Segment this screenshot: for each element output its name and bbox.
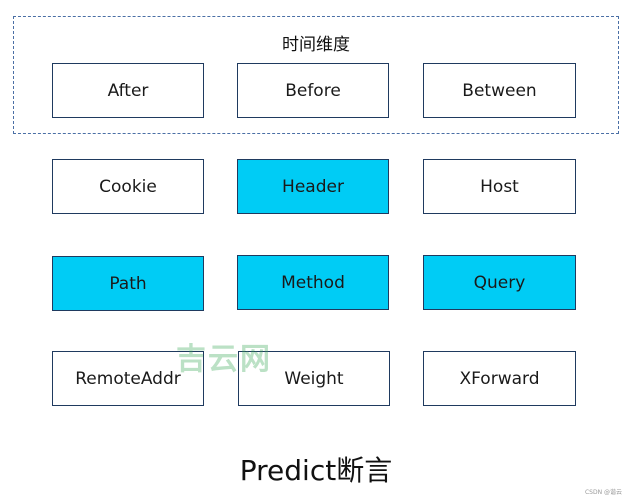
predicate-header: Header — [237, 159, 389, 214]
predicate-between: Between — [423, 63, 576, 118]
predicate-cookie: Cookie — [52, 159, 204, 214]
predicate-weight: Weight — [238, 351, 390, 406]
diagram-caption: Predict断言 — [239, 454, 393, 487]
watermark: 吉云网 — [176, 342, 272, 377]
predicate-path: Path — [52, 256, 204, 311]
predicate-before: Before — [237, 63, 389, 118]
time-dimension-label: 时间维度 — [282, 35, 350, 55]
predicate-host: Host — [423, 159, 576, 214]
predicate-remoteaddr: RemoteAddr — [52, 351, 204, 406]
predicate-method: Method — [237, 255, 389, 310]
predicate-after: After — [52, 63, 204, 118]
predicate-query: Query — [423, 255, 576, 310]
predicate-xforward: XForward — [423, 351, 576, 406]
time-dimension-group — [13, 16, 619, 134]
source-credit: CSDN @谐云 — [584, 489, 622, 496]
